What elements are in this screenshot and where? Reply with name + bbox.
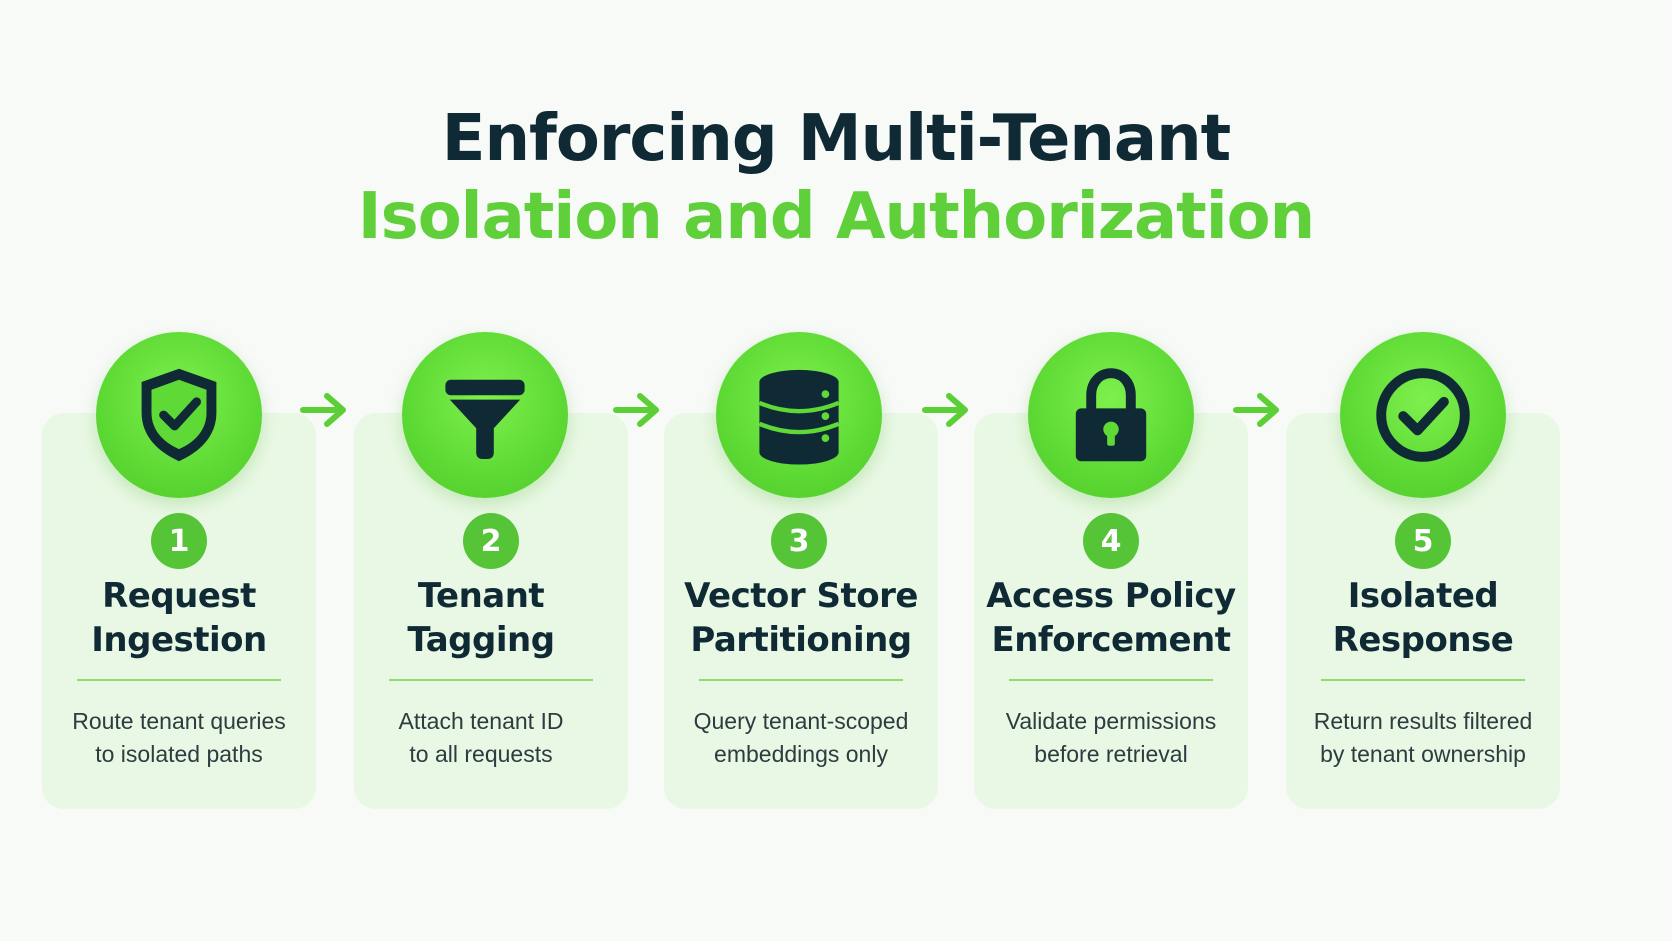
step-description-1: Route tenant queries to isolated paths <box>72 708 286 767</box>
step-icon-circle-4 <box>1028 332 1194 498</box>
step-number-badge-1: 1 <box>151 513 207 569</box>
step-number-badge-3: 3 <box>771 513 827 569</box>
step-number-badge-4: 4 <box>1083 513 1139 569</box>
step-number-badge-5: 5 <box>1395 513 1451 569</box>
step-icon-circle-5 <box>1340 332 1506 498</box>
step-title-1: Request Ingestion <box>91 576 267 660</box>
padlock-icon <box>1075 368 1147 462</box>
step-description-3: Query tenant-scoped embeddings only <box>693 708 909 767</box>
step-divider-1 <box>77 679 281 681</box>
title-line-1: Enforcing Multi-Tenant <box>441 102 1232 176</box>
step-title-5: Isolated Response <box>1332 576 1514 660</box>
shield-check-icon <box>141 368 217 462</box>
step-title-3: Vector Store Partitioning <box>684 576 918 660</box>
step-description-2: Attach tenant ID to all requests <box>398 708 564 767</box>
step-number-badge-2: 2 <box>463 513 519 569</box>
step-divider-3 <box>699 679 903 681</box>
step-title-2: Tenant Tagging <box>407 576 555 660</box>
arrow-right-icon <box>300 393 346 427</box>
funnel-icon <box>445 379 525 459</box>
arrow-right-icon <box>1233 393 1279 427</box>
step-icon-circle-1 <box>96 332 262 498</box>
database-icon <box>758 369 840 465</box>
page-title: Enforcing Multi-Tenant Isolation and Aut… <box>0 100 1672 256</box>
step-divider-5 <box>1321 679 1525 681</box>
title-line-2: Isolation and Authorization <box>357 180 1315 254</box>
step-icon-circle-3 <box>716 332 882 498</box>
step-title-4: Access Policy Enforcement <box>986 576 1236 660</box>
arrow-right-icon <box>613 393 659 427</box>
step-description-5: Return results filtered by tenant owners… <box>1313 708 1533 767</box>
arrow-right-icon <box>922 393 968 427</box>
step-description-4: Validate permissions before retrieval <box>1005 708 1217 767</box>
step-divider-4 <box>1009 679 1213 681</box>
step-icon-circle-2 <box>402 332 568 498</box>
check-circle-icon <box>1376 368 1470 462</box>
step-divider-2 <box>389 679 593 681</box>
